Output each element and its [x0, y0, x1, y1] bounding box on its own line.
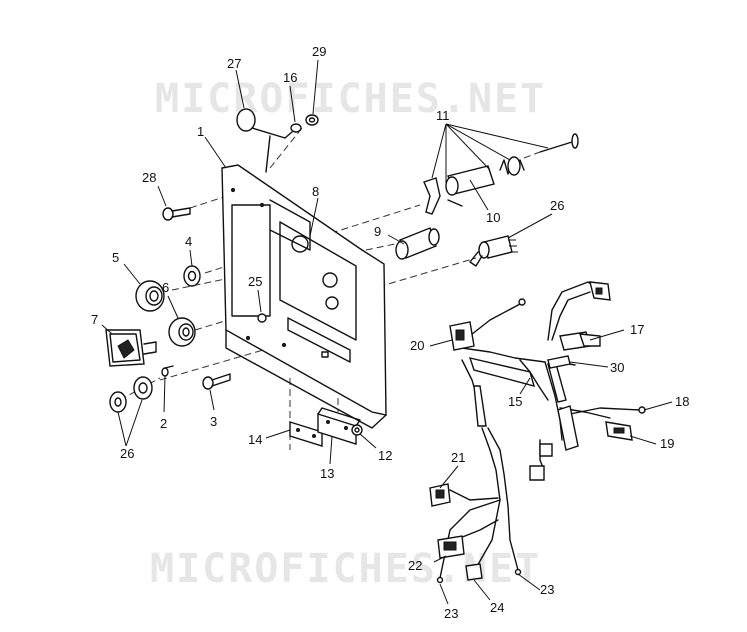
indicator-lens-part-7 [105, 329, 157, 367]
bracket-part-13 [317, 407, 361, 445]
screw-part-28 [162, 207, 191, 221]
callout-4: 4 [185, 234, 192, 249]
pin-part-2 [161, 365, 174, 377]
callout-14: 14 [248, 432, 262, 447]
callout-10: 10 [486, 210, 500, 225]
callout-8: 8 [312, 184, 319, 199]
callout-24: 24 [490, 600, 504, 615]
watermark-top: MICROFICHES.NET [155, 76, 546, 122]
plunger-part-11 [523, 133, 579, 159]
callout-16: 16 [283, 70, 297, 85]
callout-3: 3 [210, 414, 217, 429]
callout-17: 17 [630, 322, 644, 337]
callout-9: 9 [374, 224, 381, 239]
callout-25: 25 [248, 274, 262, 289]
washer-part-16 [290, 123, 302, 133]
callout-22: 22 [408, 558, 422, 573]
callout-27: 27 [227, 56, 241, 71]
knurled-nut-part-6 [168, 317, 196, 347]
callout-15: 15 [508, 394, 522, 409]
callout-29: 29 [312, 44, 326, 59]
connector-part-17 [559, 331, 601, 351]
callout-26a: 26 [120, 446, 134, 461]
callout-1: 1 [197, 124, 204, 139]
washer-part-4 [183, 265, 201, 287]
nut-part-12 [351, 424, 363, 436]
connector-top-harness [589, 281, 611, 301]
callout-26b: 26 [550, 198, 564, 213]
connector-part-19 [605, 421, 633, 441]
connector-part-24 [465, 563, 483, 581]
connector-part-30 [547, 355, 571, 369]
bracket-part-14 [289, 421, 323, 447]
spring-clip-part-27 [236, 108, 293, 173]
callout-23a: 23 [540, 582, 554, 597]
callout-2: 2 [160, 416, 167, 431]
panel-part-1 [221, 164, 387, 429]
nut-part-29 [305, 114, 319, 126]
screw-part-25 [257, 313, 267, 323]
connector-small-top [518, 298, 526, 306]
callout-6: 6 [162, 280, 169, 295]
connector-part-22 [437, 535, 465, 559]
callout-12: 12 [378, 448, 392, 463]
screw-part-3 [202, 373, 231, 390]
connector-part-20 [449, 321, 475, 351]
callout-20: 20 [410, 338, 424, 353]
callout-11: 11 [436, 108, 450, 123]
callout-19: 19 [660, 436, 674, 451]
watermark-bottom: MICROFICHES.NET [150, 546, 541, 592]
wiring-harness [439, 281, 641, 579]
spring-part-11 [499, 156, 525, 176]
lamp-socket-part-9 [395, 227, 440, 260]
callout-5: 5 [112, 250, 119, 265]
knurled-nut-part-5 [135, 280, 165, 312]
callout-21: 21 [451, 450, 465, 465]
callout-labels: 1 2 3 4 5 6 7 8 9 10 11 12 13 14 15 16 1… [91, 44, 689, 621]
callout-13: 13 [320, 466, 334, 481]
callout-7: 7 [91, 312, 98, 327]
connector-mid-harness [529, 443, 553, 481]
switch-assembly-part-10 [423, 165, 495, 215]
toggle-switch-part-26 [469, 235, 518, 267]
leader-lines [101, 59, 673, 605]
callout-28: 28 [142, 170, 156, 185]
callout-23b: 23 [444, 606, 458, 621]
callout-30: 30 [610, 360, 624, 375]
callout-18: 18 [675, 394, 689, 409]
washers-part-26-lower [109, 376, 153, 413]
